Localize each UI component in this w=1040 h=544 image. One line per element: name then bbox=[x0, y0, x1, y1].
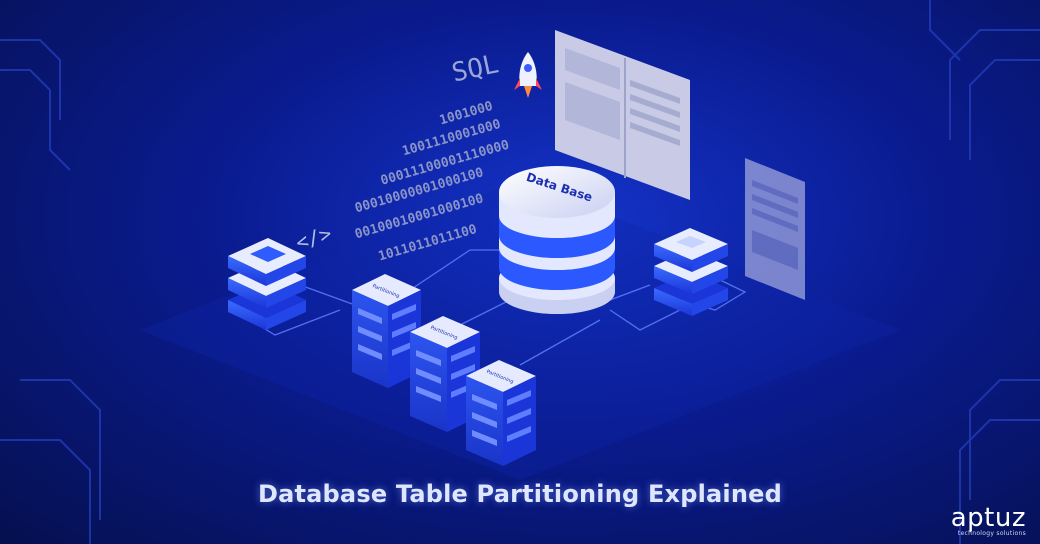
partition-tower: Partitioning bbox=[466, 360, 536, 466]
document-panel-small bbox=[745, 158, 805, 300]
code-tag-label: </> bbox=[293, 221, 335, 255]
server-stack-right bbox=[654, 228, 728, 316]
brand-name: aptuz bbox=[950, 503, 1026, 533]
rocket-icon bbox=[514, 52, 542, 98]
document-panel-large bbox=[555, 30, 690, 200]
sql-label: SQL bbox=[449, 49, 501, 88]
server-stack-left bbox=[228, 238, 306, 330]
page-title: Database Table Partitioning Explained bbox=[257, 480, 783, 508]
brand-tagline: technology solutions bbox=[957, 530, 1026, 537]
brand-logo: aptuz technology solutions bbox=[950, 503, 1026, 538]
database-cylinder bbox=[499, 166, 615, 314]
